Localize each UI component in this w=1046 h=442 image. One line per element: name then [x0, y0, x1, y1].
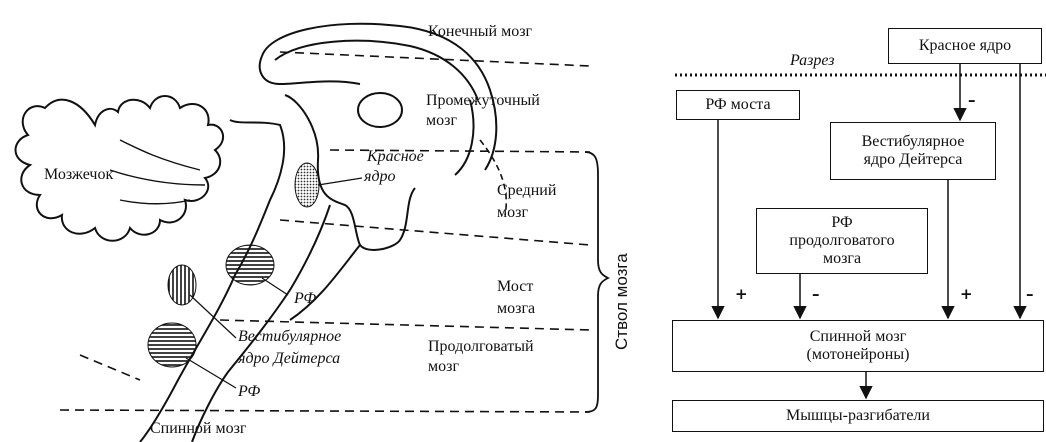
- label-pons-1: Мост: [497, 278, 533, 296]
- label-rf-lower: РФ: [238, 383, 260, 401]
- sign-red-direct: –: [1026, 286, 1034, 302]
- diencephalon-oval: [358, 93, 402, 127]
- box-spinal-line1: Спинной мозг: [810, 328, 907, 346]
- box-vestibular-line1: Вестибулярное: [862, 133, 965, 151]
- label-spinal-cord: Спинной мозг: [150, 420, 247, 438]
- box-rf-medulla: РФ продолговатого мозга: [756, 208, 928, 274]
- label-diencephalon-2: мозг: [426, 112, 457, 130]
- sign-rf-pons: +: [735, 286, 748, 302]
- label-red-nucleus-1: Красное: [367, 148, 424, 166]
- label-red-nucleus-2: ядро: [364, 168, 396, 186]
- box-rf-medulla-line3: мозга: [823, 250, 861, 268]
- label-medulla-2: мозг: [428, 358, 459, 376]
- box-rf-pons-text: РФ моста: [705, 96, 770, 114]
- box-vestibular: Вестибулярное ядро Дейтерса: [830, 122, 996, 180]
- box-vestibular-line2: ядро Дейтерса: [864, 151, 963, 169]
- box-muscles-text: Мышцы-разгибатели: [786, 407, 930, 425]
- box-rf-medulla-line1: РФ: [831, 214, 852, 232]
- box-spinal-line2: (мотонейроны): [807, 346, 910, 364]
- label-midbrain-1: Средний: [497, 182, 556, 200]
- cut-label: Разрез: [790, 52, 835, 70]
- rf-upper-region: [226, 245, 274, 285]
- label-diencephalon-1: Промежуточный: [426, 92, 540, 110]
- box-rf-medulla-line2: продолговатого: [789, 232, 894, 250]
- label-rf-upper: РФ: [294, 290, 316, 308]
- sign-red-to-vestibular: –: [968, 92, 976, 108]
- label-medulla-1: Продолговатый: [428, 338, 534, 356]
- label-vestibular-1: Вестибулярное: [238, 328, 341, 346]
- box-rf-pons: РФ моста: [676, 90, 800, 120]
- box-red-nucleus-text: Красное ядро: [919, 37, 1011, 55]
- label-vestibular-2: ядро Дейтерса: [238, 350, 340, 368]
- label-cerebellum: Мозжечок: [44, 166, 113, 184]
- label-midbrain-2: мозг: [497, 204, 528, 222]
- label-pons-2: мозга: [497, 300, 535, 318]
- rf-lower-region: [148, 323, 196, 367]
- sign-vestibular: +: [960, 286, 973, 302]
- vestibular-region: [168, 265, 196, 305]
- box-red-nucleus: Красное ядро: [888, 28, 1042, 64]
- red-nucleus-region: [295, 163, 319, 207]
- brainstem-bracket: [585, 152, 608, 412]
- label-brainstem: Ствол мозга: [612, 253, 632, 350]
- brain-drawing: [0, 0, 640, 442]
- box-muscles: Мышцы-разгибатели: [672, 400, 1044, 432]
- sign-rf-medulla: –: [812, 286, 820, 302]
- label-telencephalon: Конечный мозг: [428, 23, 532, 41]
- box-spinal-cord: Спинной мозг (мотонейроны): [672, 320, 1044, 372]
